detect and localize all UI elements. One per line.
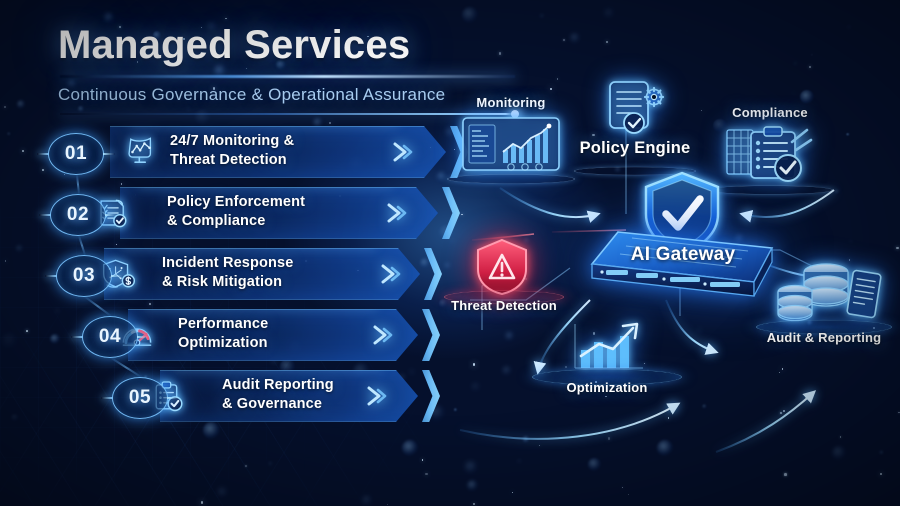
step-number-badge[interactable]: 01 (37, 133, 104, 175)
step-number-badge[interactable]: 02 (39, 194, 106, 236)
badge-ring (50, 194, 106, 236)
step-arrow-icon (366, 384, 392, 408)
monitor-chart-shield-icon (122, 135, 160, 169)
step-arrow-icon (380, 262, 406, 286)
step-number: 03 (72, 265, 96, 286)
document-checklist-check-icon (94, 196, 132, 230)
step-arrow-icon (392, 140, 418, 164)
step-number: 02 (66, 204, 90, 225)
step-label: Policy Enforcement & Compliance (167, 194, 306, 229)
step-arrow-icon (386, 201, 412, 225)
step-number-badge[interactable]: 03 (45, 255, 112, 297)
step-label: 24/7 Monitoring & Threat Detection (170, 133, 295, 168)
step-number: 04 (98, 326, 122, 347)
step-number: 05 (128, 387, 152, 408)
step-label: Performance Optimization (178, 316, 269, 351)
badge-ring (48, 133, 104, 175)
step-number: 01 (64, 143, 88, 164)
step-arrow-icon (372, 323, 398, 347)
step-number-badge[interactable]: 05 (101, 377, 168, 419)
badge-ring (82, 316, 138, 358)
step-label: Audit Reporting & Governance (222, 377, 334, 412)
step-label: Incident Response & Risk Mitigation (162, 255, 294, 290)
step-number-badge[interactable]: 04 (71, 316, 138, 358)
